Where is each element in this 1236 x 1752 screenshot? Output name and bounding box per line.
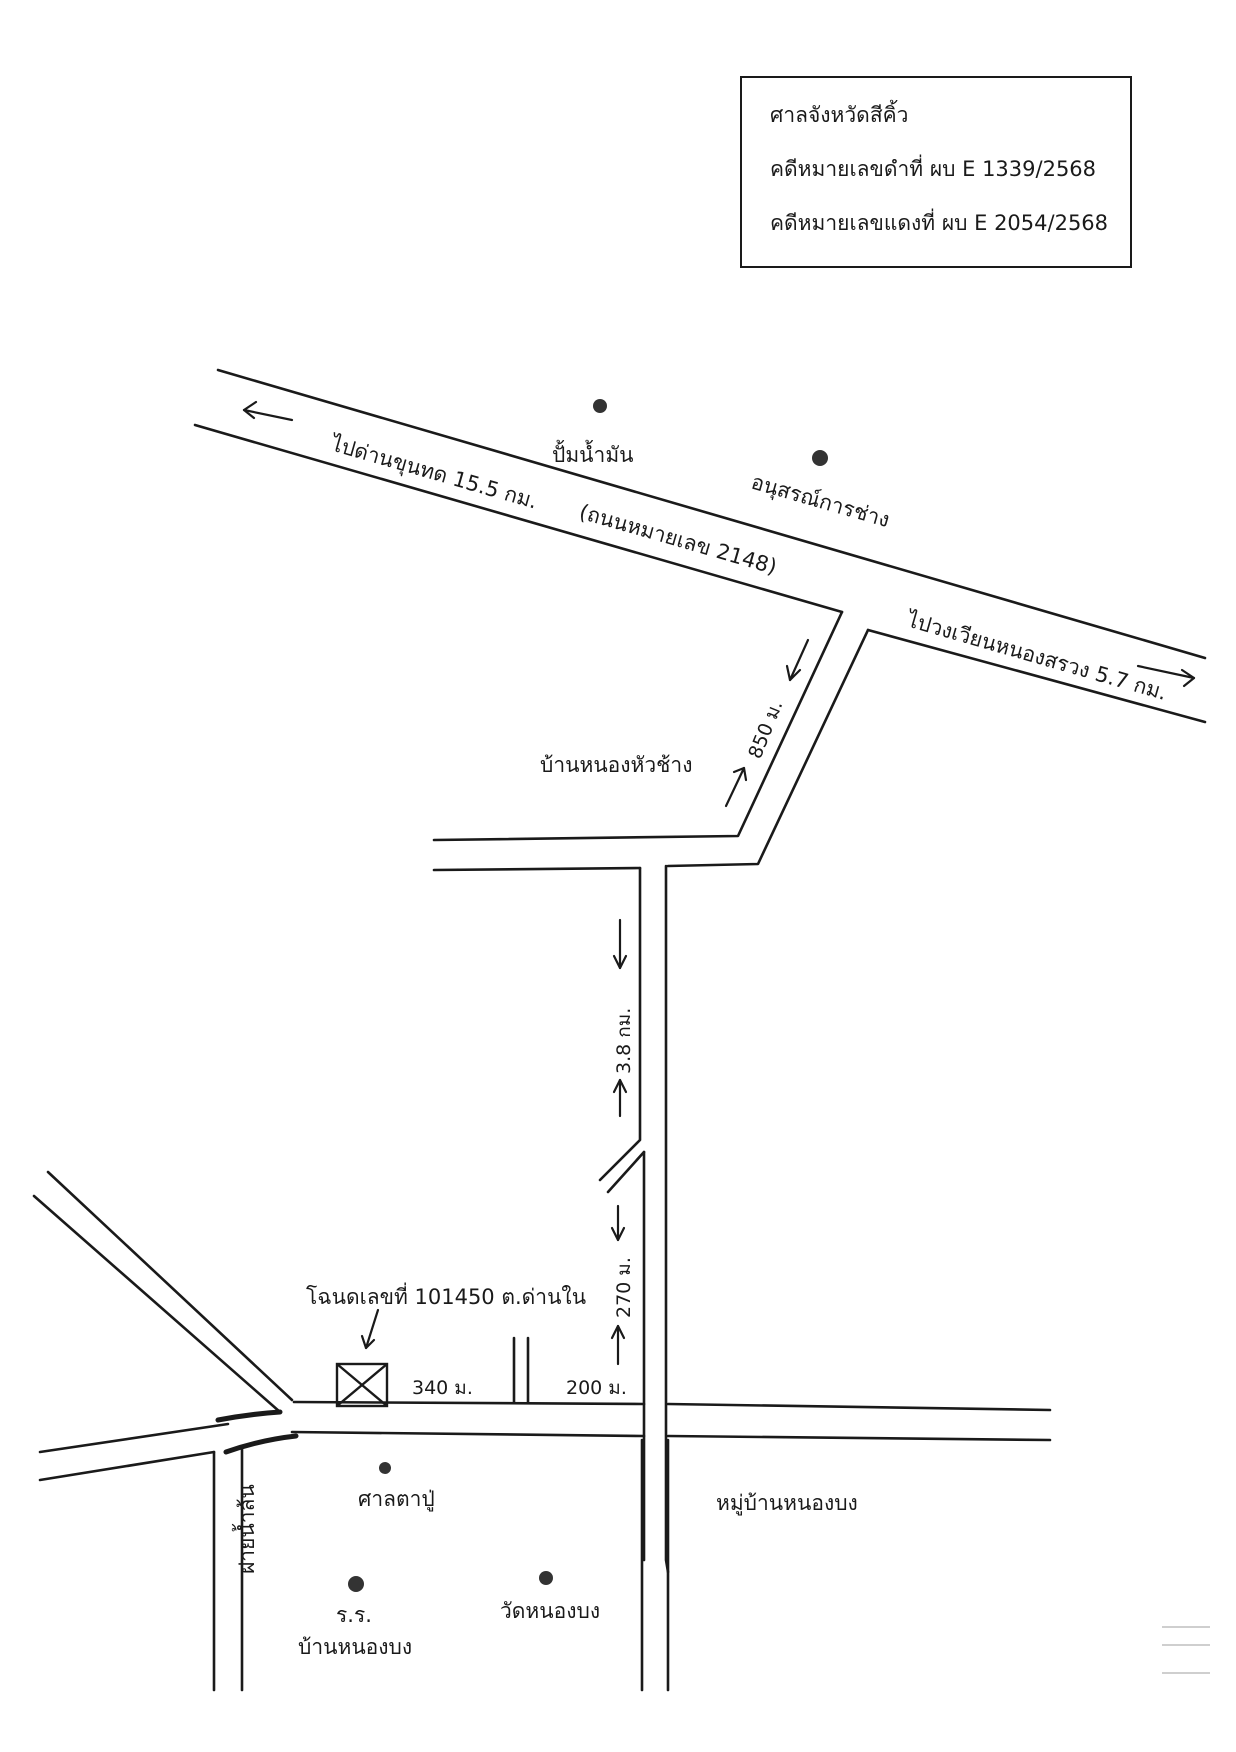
- connector-west-edge: [432, 610, 844, 842]
- case-info-box: ศาลจังหวัดสีคิ้ว คดีหมายเลขดำที่ ผบ E 13…: [740, 76, 1132, 268]
- ew-road-north-edge-east: [666, 1402, 1052, 1412]
- label-ban-nong-hua-chang: บ้านหนองหัวช้าง: [540, 753, 692, 777]
- main-road-branch-edge: [606, 1150, 646, 1194]
- down-arrow-38-icon: [612, 918, 628, 970]
- east-arrow-icon: [1136, 664, 1196, 688]
- label-gas-station: ปั้มน้ำมัน: [552, 440, 634, 467]
- red-case-number: คดีหมายเลขแดงที่ ผบ E 2054/2568: [770, 211, 1109, 235]
- label-3-8-km: 3.8 กม.: [613, 1008, 635, 1074]
- land-plot-icon: [335, 1362, 389, 1408]
- black-case-number: คดีหมายเลขดำที่ ผบ E 1339/2568: [770, 157, 1097, 181]
- main-south-road: [598, 864, 670, 1692]
- land-pointer-arrow-icon: [360, 1308, 380, 1350]
- shrine-marker-icon: [379, 1462, 391, 1474]
- down-arrow-850-icon: [785, 638, 810, 682]
- label-340-m: 340 ม.: [412, 1377, 473, 1399]
- label-village: หมู่บ้านหนองบง: [716, 1491, 858, 1516]
- weir-mark-south: [223, 1433, 299, 1455]
- highway-north-edge: [216, 368, 1207, 660]
- nw-road-north-edge: [46, 1170, 294, 1402]
- label-temple: วัดหนองบง: [500, 1599, 600, 1623]
- school-marker-icon: [348, 1576, 364, 1592]
- gas-station-marker-icon: [593, 399, 607, 413]
- label-land-title: โฉนดเลขที่ 101450 ต.ด่านใน: [306, 1282, 586, 1309]
- memorial-marker-icon: [812, 450, 828, 466]
- up-arrow-270-icon: [610, 1324, 626, 1366]
- label-200-m: 200 ม.: [566, 1377, 627, 1399]
- ew-road-south-edge-west: [290, 1430, 646, 1438]
- court-name: ศาลจังหวัดสีคิ้ว: [770, 103, 909, 127]
- highway-south-edge-east: [866, 628, 1207, 724]
- label-to-nong-sarong: ไปวงเวียนหนองสรวง 5.7 กม.: [903, 607, 1170, 705]
- ew-road-north-edge-west: [292, 1400, 646, 1406]
- main-road-west-edge-north: [598, 866, 642, 1182]
- connector-road: [432, 610, 870, 872]
- label-road-number: (ถนนหมายเลข 2148): [577, 500, 780, 579]
- direction-arrows: [242, 400, 1196, 1366]
- scan-edge-mark: [1162, 1672, 1210, 1674]
- west-road-north-edge: [38, 1422, 230, 1454]
- label-850-m: 850 ม.: [744, 697, 787, 762]
- scan-edge-mark: [1162, 1626, 1210, 1628]
- down-arrow-270-icon: [610, 1204, 626, 1242]
- ew-road-south-edge-east: [666, 1434, 1052, 1442]
- west-road-south-edge: [38, 1450, 216, 1482]
- up-arrow-850-icon: [724, 766, 748, 808]
- label-weir: ฝายน้ำล้น: [232, 1484, 259, 1574]
- connector-east-edge: [666, 628, 870, 868]
- up-arrow-38-icon: [612, 1078, 628, 1118]
- label-elephant-memorial: อนุสรณ์การช่าง: [748, 470, 892, 533]
- label-school-name: บ้านหนองบง: [298, 1635, 412, 1659]
- side-road-edge: [432, 866, 642, 872]
- label-shrine: ศาลตาปู่: [358, 1487, 435, 1512]
- nw-road-south-edge: [32, 1194, 282, 1414]
- label-270-m: 270 ม.: [613, 1257, 635, 1318]
- highway-2148: [193, 368, 1207, 724]
- highway-south-edge-west: [193, 423, 844, 614]
- scan-edge-mark: [1162, 1644, 1210, 1646]
- west-arrow-icon: [242, 400, 294, 422]
- label-school-abbr: ร.ร.: [336, 1603, 372, 1627]
- northwest-road: [32, 1170, 299, 1692]
- east-west-road: [290, 1336, 1052, 1442]
- temple-marker-icon: [539, 1571, 553, 1585]
- weir-mark-north: [215, 1409, 283, 1423]
